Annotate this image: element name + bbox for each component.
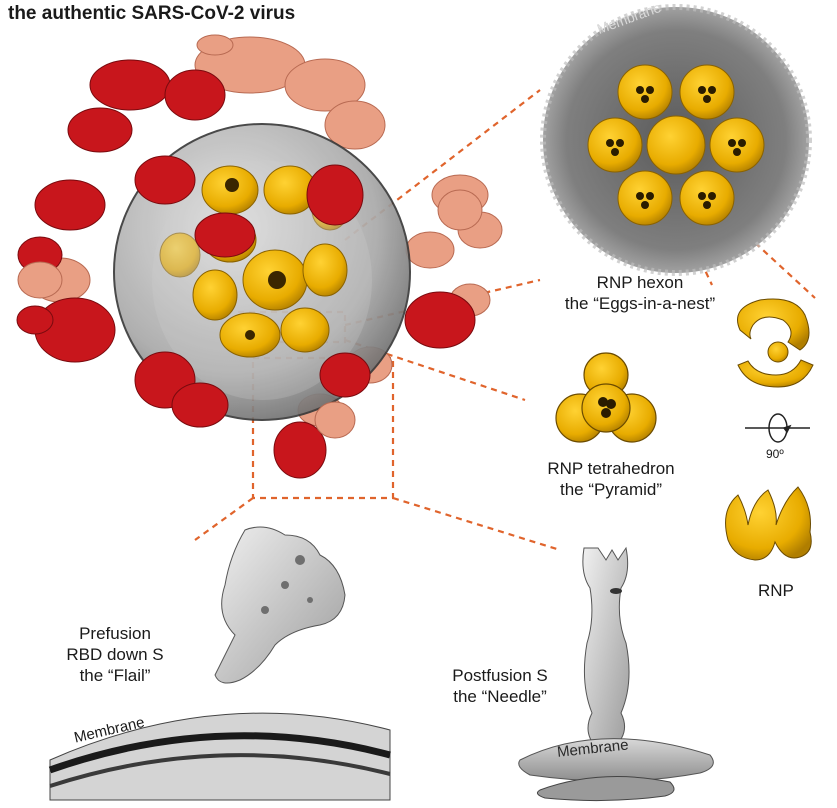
prefusion-label-line3: the “Flail” xyxy=(79,666,151,685)
rnp-side-view xyxy=(725,486,812,561)
rotation-arrow-icon xyxy=(745,413,810,443)
postfusion-label-line1: Postfusion S xyxy=(452,666,548,685)
tetrahedron-label-line2: the “Pyramid” xyxy=(559,480,663,499)
hexon-rnps xyxy=(587,64,765,226)
postfusion-label-line2: the “Needle” xyxy=(453,687,547,706)
rotation-label: 90º xyxy=(766,447,784,461)
prefusion-label-line2: RBD down S xyxy=(66,645,164,664)
tetrahedron-label-line1: RNP tetrahedron xyxy=(547,459,675,478)
hexon-label-line2: the “Eggs-in-a-nest” xyxy=(564,294,716,313)
tetrahedron-label: RNP tetrahedron the “Pyramid” xyxy=(536,458,686,500)
rnp-label: RNP xyxy=(758,581,794,600)
rnp-top-view xyxy=(737,298,814,388)
rnp-tetrahedron-model xyxy=(555,352,657,443)
spike-proteins-front xyxy=(16,59,483,479)
prefusion-label: Prefusion RBD down S the “Flail” xyxy=(60,623,170,686)
postfusion-spike-structure xyxy=(582,546,630,749)
hexon-label: RNP hexon the “Eggs-in-a-nest” xyxy=(560,272,720,314)
hexon-label-line1: RNP hexon xyxy=(596,273,684,292)
membrane-left xyxy=(48,712,391,801)
rnp-hexon-panel xyxy=(540,4,812,276)
prefusion-spike-structure xyxy=(214,526,346,684)
page-title: the authentic SARS-CoV-2 virus xyxy=(8,3,296,24)
prefusion-label-line1: Prefusion xyxy=(79,624,151,643)
postfusion-label: Postfusion S the “Needle” xyxy=(440,665,560,707)
membrane-right xyxy=(518,738,714,802)
